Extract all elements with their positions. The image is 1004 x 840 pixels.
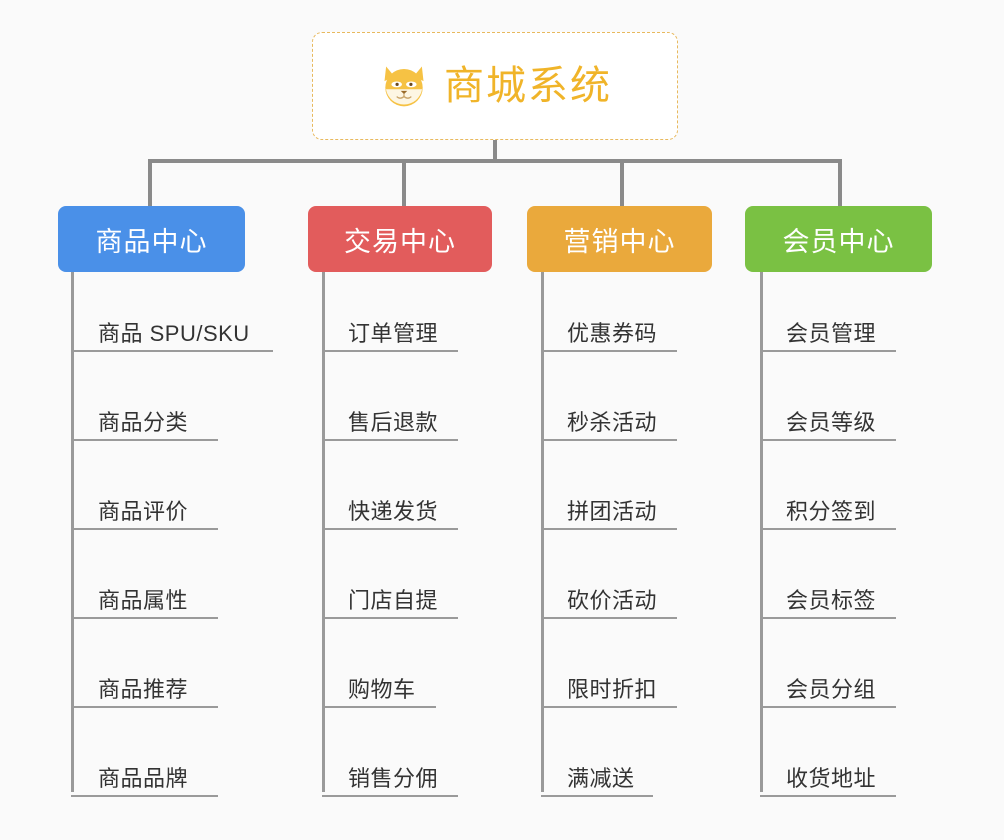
leaf-underline	[760, 706, 896, 708]
leaf-label: 门店自提	[348, 588, 439, 613]
leaf-underline	[760, 528, 896, 530]
leaf-label: 拼团活动	[567, 499, 658, 524]
shiba-dog-face-icon	[384, 66, 424, 107]
leaf-label: 商品分类	[98, 410, 189, 435]
leaf-label: 会员管理	[786, 321, 877, 346]
leaf-underline	[322, 617, 458, 619]
connector-bus	[148, 159, 840, 163]
leaf-underline	[322, 350, 458, 352]
leaf-underline	[71, 439, 218, 441]
branch-spine-1	[71, 272, 74, 792]
leaf-underline	[541, 350, 677, 352]
leaf-label: 满减送	[567, 766, 635, 791]
leaf-underline	[71, 528, 218, 530]
leaf-underline	[541, 795, 653, 797]
leaf-underline	[322, 439, 458, 441]
leaf-underline	[71, 795, 218, 797]
leaf-label: 购物车	[348, 677, 416, 702]
leaf-underline	[760, 350, 896, 352]
leaf-underline	[760, 795, 896, 797]
leaf-label: 快递发货	[348, 499, 439, 524]
leaf-underline	[322, 795, 458, 797]
leaf-label: 商品属性	[98, 588, 189, 613]
leaf-label: 优惠券码	[567, 321, 658, 346]
leaf-label: 积分签到	[786, 499, 877, 524]
leaf-underline	[760, 439, 896, 441]
leaf-label: 收货地址	[786, 766, 877, 791]
category-node-3[interactable]: 营销中心	[527, 206, 712, 272]
leaf-label: 秒杀活动	[567, 410, 658, 435]
category-label: 交易中心	[344, 226, 456, 257]
root-node[interactable]: 商城系统	[312, 32, 678, 140]
category-node-1[interactable]: 商品中心	[58, 206, 245, 272]
connector-drop-1	[148, 159, 152, 208]
leaf-label: 订单管理	[348, 321, 439, 346]
category-node-4[interactable]: 会员中心	[745, 206, 932, 272]
leaf-underline	[71, 350, 273, 352]
leaf-label: 销售分佣	[348, 766, 439, 791]
root-title: 商城系统	[444, 64, 612, 108]
leaf-underline	[541, 528, 677, 530]
leaf-underline	[322, 706, 436, 708]
connector-drop-2	[402, 159, 406, 208]
branch-spine-2	[322, 272, 325, 792]
leaf-label: 商品推荐	[98, 677, 189, 702]
category-label: 会员中心	[782, 226, 895, 257]
leaf-label: 会员分组	[786, 677, 877, 702]
leaf-label: 售后退款	[348, 410, 439, 435]
category-label: 营销中心	[563, 226, 676, 257]
connector-drop-3	[620, 159, 624, 208]
root-connector-stem	[493, 140, 497, 162]
leaf-underline	[541, 439, 677, 441]
leaf-underline	[541, 617, 677, 619]
leaf-underline	[760, 617, 896, 619]
branch-spine-4	[760, 272, 763, 792]
leaf-label: 限时折扣	[567, 677, 658, 702]
leaf-label: 商品评价	[98, 499, 189, 524]
leaf-underline	[322, 528, 458, 530]
leaf-label: 会员等级	[786, 410, 877, 435]
leaf-label: 商品品牌	[98, 766, 189, 791]
leaf-label: 商品 SPU/SKU	[98, 321, 250, 346]
category-label: 商品中心	[95, 226, 208, 257]
category-node-2[interactable]: 交易中心	[308, 206, 492, 272]
leaf-label: 砍价活动	[567, 588, 658, 613]
branch-spine-3	[541, 272, 544, 792]
leaf-label: 会员标签	[786, 588, 877, 613]
leaf-underline	[541, 706, 677, 708]
leaf-underline	[71, 706, 218, 708]
connector-drop-4	[838, 159, 842, 208]
leaf-underline	[71, 617, 218, 619]
